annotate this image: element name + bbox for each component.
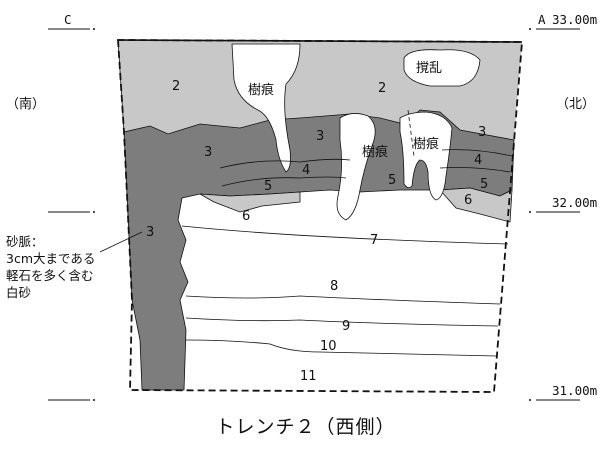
disturbance-label: 撹乱 [416, 61, 442, 76]
elevation-dots [93, 28, 531, 401]
layer-label: 2 [378, 81, 386, 96]
sand-vein-note-line: 白砂 [6, 285, 32, 300]
layer-label: 6 [464, 193, 472, 208]
layer-label: 6 [242, 209, 250, 224]
layer-6-right-fill [439, 187, 513, 223]
point-label-left: C [64, 12, 72, 27]
point-label-right: A [538, 12, 546, 27]
sand-vein-note-line: 軽石を多く含む [6, 268, 94, 283]
layer-label: 3 [478, 125, 486, 140]
layer-label: 7 [370, 233, 378, 248]
layer-label: 4 [474, 153, 482, 168]
layer-label: 2 [172, 79, 180, 94]
south-label: （南） [6, 96, 45, 112]
elevation-middle: 32.00m [552, 195, 597, 210]
north-label: （北） [556, 97, 595, 112]
sand-vein-note-line: 3cm大まである [6, 251, 96, 266]
layer-label: 8 [330, 279, 338, 294]
figure-caption: トレンチ２（西側） [215, 416, 396, 438]
layer-3-fill [123, 109, 515, 391]
layer-label: 9 [342, 319, 350, 334]
root-trace-dashed-line [407, 109, 415, 157]
layer-label: 4 [302, 163, 310, 178]
root-trace-label-middle: 樹痕 [362, 144, 388, 160]
root-trace-label-left: 樹痕 [248, 82, 274, 98]
ground-surface [117, 39, 523, 43]
layer-label: 10 [320, 339, 337, 354]
disturbance-area [403, 49, 481, 87]
layer-label: 3 [316, 129, 324, 144]
elevation-top: 33.00m [552, 12, 597, 27]
root-trace-left [231, 43, 301, 173]
layer-label: 5 [264, 179, 272, 194]
root-trace-middle [336, 113, 376, 221]
layer-label: 3 [204, 145, 212, 160]
trench-outline [117, 39, 523, 393]
layer-label: 5 [388, 173, 396, 188]
layer-label: 11 [300, 369, 317, 384]
layer-label: 3 [146, 225, 154, 240]
sand-vein-note: 砂脈： 3cm大まである 軽石を多く含む 白砂 [6, 233, 116, 301]
elevation-bottom: 31.00m [552, 383, 597, 398]
root-trace-label-right: 樹痕 [413, 136, 439, 152]
root-trace-right [399, 111, 453, 201]
layer-6-left-fill [199, 191, 301, 213]
layer-label: 5 [480, 177, 488, 192]
sand-vein-note-line: 砂脈： [6, 234, 44, 249]
elevation-marks [48, 28, 580, 401]
sand-vein-leader [99, 231, 143, 253]
layer-boundaries [117, 39, 513, 357]
